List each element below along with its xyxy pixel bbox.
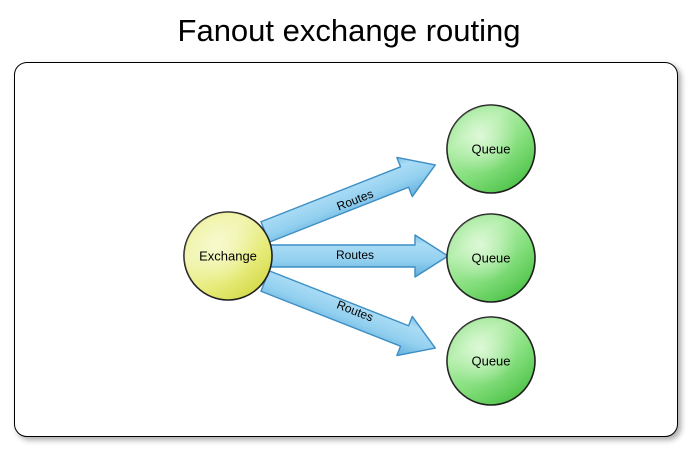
node-queue-top[interactable] xyxy=(446,104,536,194)
node-queue-bottom[interactable] xyxy=(446,316,536,406)
node-label-exchange: Exchange xyxy=(199,248,257,264)
node-queue-middle[interactable] xyxy=(446,213,536,303)
node-label-queue-middle: Queue xyxy=(471,250,511,266)
node-label-queue-top: Queue xyxy=(471,141,511,157)
node-exchange[interactable] xyxy=(183,211,273,301)
edge-label-middle: Routes xyxy=(335,248,375,262)
node-label-queue-bottom: Queue xyxy=(471,353,511,369)
page-title: Fanout exchange routing xyxy=(177,13,521,48)
